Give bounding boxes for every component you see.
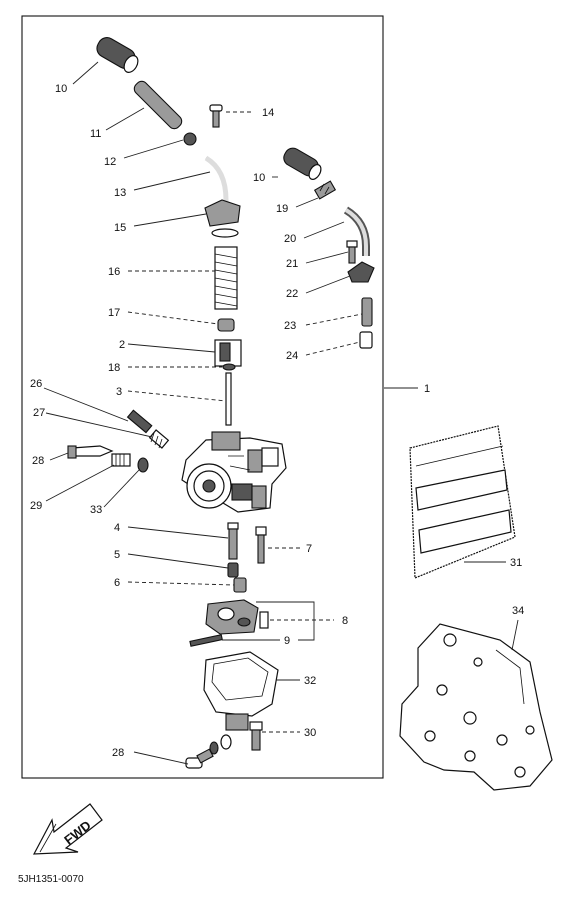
part-carburetor-body (181, 431, 287, 513)
callout-11: 11 (90, 128, 101, 140)
callout-20: 20 (284, 233, 296, 245)
part-throttle-valve (214, 339, 242, 367)
part-air-screw-27 (67, 445, 114, 459)
callout-12: 12 (104, 156, 116, 168)
part-screw-30 (249, 721, 263, 751)
callout-30: 30 (304, 727, 316, 739)
part-throttle-grip (96, 37, 139, 73)
fwd-arrow: FWD (32, 803, 103, 855)
part-needle (225, 372, 232, 426)
callout-25: 26 (30, 378, 42, 390)
callout-22: 22 (286, 288, 298, 300)
part-ball (183, 132, 197, 146)
part-needle-valve-8 (259, 611, 269, 629)
callout-34: 34 (512, 605, 524, 617)
callout-4: 4 (114, 522, 120, 534)
callout-8: 8 (342, 615, 348, 627)
callout-19: 19 (276, 203, 288, 215)
callout-16: 16 (108, 266, 120, 278)
callout-14: 14 (262, 107, 274, 119)
part-washer-33 (137, 457, 149, 473)
part-float-8 (205, 599, 259, 635)
callout-18: 18 (108, 362, 120, 374)
callout-32: 32 (304, 675, 316, 687)
part-grip-10b (283, 147, 322, 180)
callout-1: 1 (424, 383, 430, 395)
callout-10b: 10 (253, 172, 265, 184)
callout-13: 13 (114, 187, 126, 199)
callout-10: 10 (55, 83, 67, 95)
part-top-cap (204, 199, 241, 238)
callout-7: 7 (306, 543, 312, 555)
callout-33: 33 (90, 504, 102, 516)
part-pilot-jet-7 (255, 526, 267, 564)
callout-labels: 10 11 12 13 14 15 16 17 2 18 3 26 27 28 … (30, 83, 524, 759)
callout-3: 3 (116, 386, 122, 398)
callout-21: 21 (286, 258, 298, 270)
part-spring-26 (148, 429, 170, 449)
callout-31: 31 (510, 557, 522, 569)
callout-5: 5 (114, 549, 120, 561)
catalog-code: 5JH1351-0070 (18, 874, 84, 885)
part-float-chamber-32 (203, 651, 279, 731)
part-spring-23 (361, 297, 373, 327)
part-plunger-cap-22 (347, 261, 375, 283)
callout-15: 15 (114, 222, 126, 234)
leader-lines (43, 61, 519, 765)
callout-23: 23 (284, 320, 296, 332)
callout-26: 27 (33, 407, 45, 419)
part-adjuster-19 (313, 180, 337, 200)
part-jet-holder-4 (227, 522, 239, 560)
callout-27: 28 (32, 455, 44, 467)
callout-17: 17 (108, 307, 120, 319)
callout-24: 24 (286, 350, 298, 362)
part-spring-28 (111, 453, 131, 467)
part-gasket-sheet-31 (409, 425, 516, 579)
assembly-boundary (21, 15, 384, 779)
callout-28: 29 (30, 500, 42, 512)
callout-9: 9 (284, 635, 290, 647)
part-plunger-24 (359, 331, 373, 349)
part-screw-14 (209, 104, 223, 128)
part-screw-21 (346, 240, 358, 264)
part-joint-gasket-34 (399, 623, 553, 791)
part-pilot-screw-25 (126, 409, 153, 434)
callout-2: 2 (119, 339, 125, 351)
part-nozzle-5 (227, 562, 239, 578)
part-pin-9 (189, 634, 223, 647)
part-main-jet-6 (233, 577, 247, 593)
part-clip (222, 363, 236, 371)
callout-29: 28 (112, 747, 124, 759)
part-retainer (217, 318, 235, 332)
part-spring (214, 246, 238, 310)
callout-6: 6 (114, 577, 120, 589)
part-cable-sleeve (133, 80, 183, 130)
part-drain-screw-29 (185, 734, 232, 769)
